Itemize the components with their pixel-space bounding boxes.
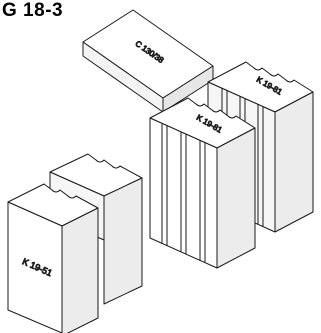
slab-c-130-38: C 130/38 xyxy=(82,9,214,113)
block-k-19-51: K 19-51 xyxy=(7,183,99,333)
figure-title: G 18-3 xyxy=(2,0,64,21)
block-k-19-81-front: K 19-81 xyxy=(149,97,256,269)
